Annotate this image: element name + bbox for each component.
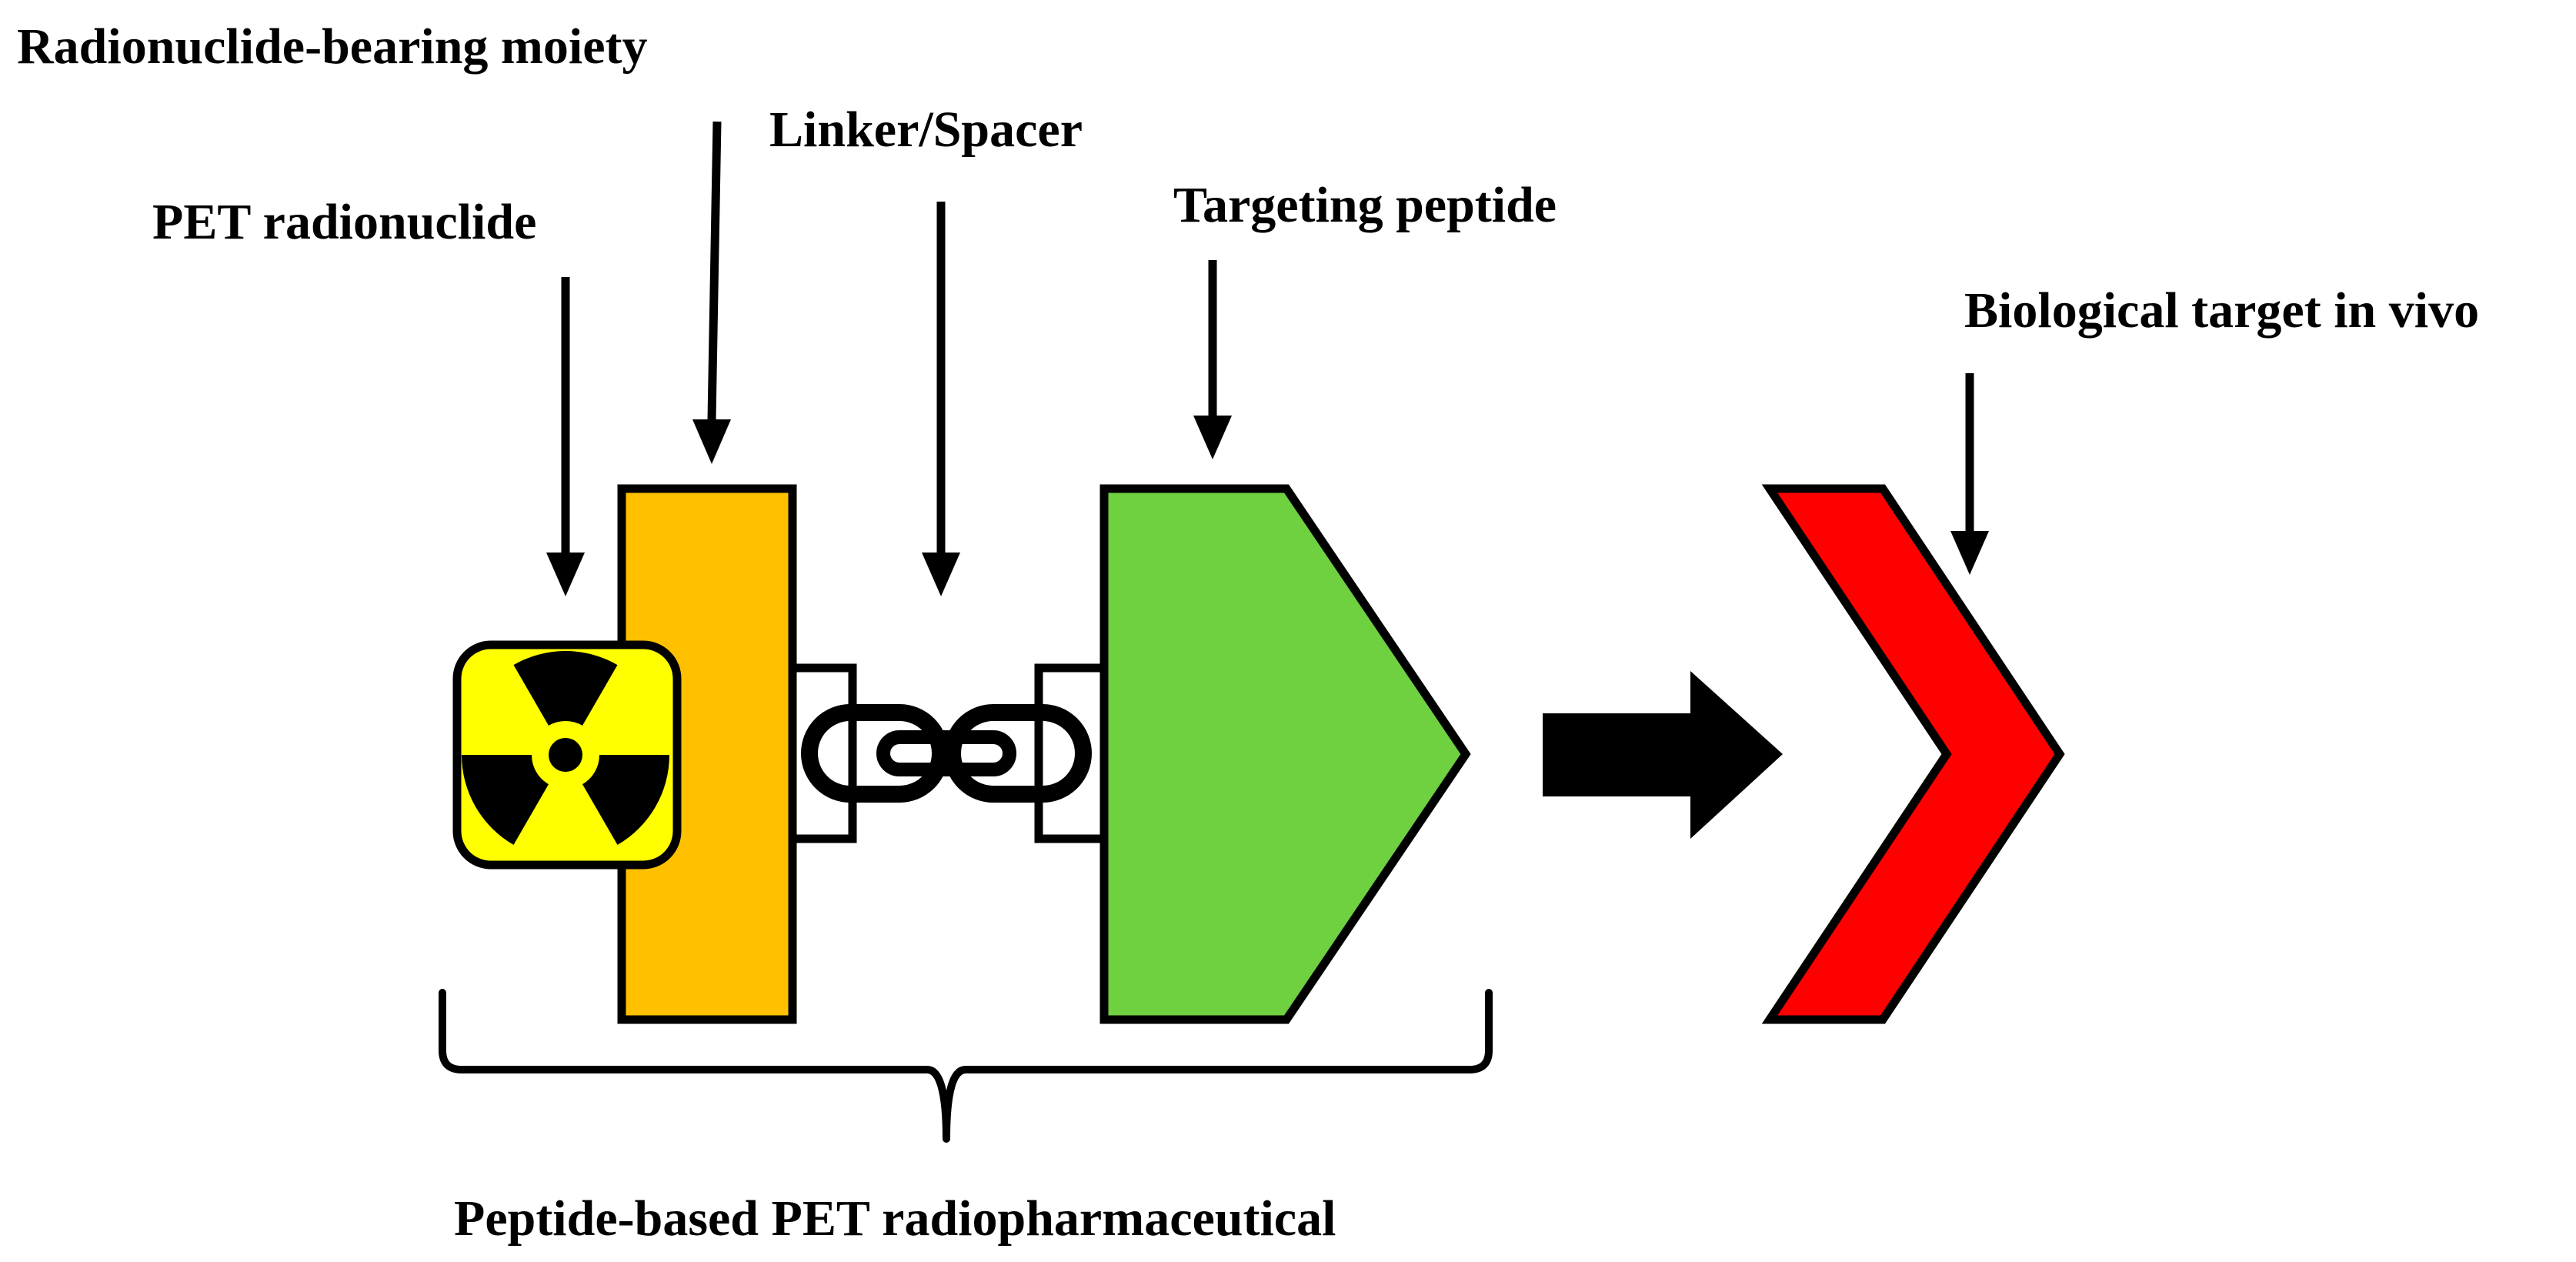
targeting-peptide-pointer: [1193, 260, 1232, 459]
pet-radionuclide-badge: [452, 640, 682, 870]
biological-target-label: Biological target in vivo: [1964, 282, 2479, 339]
linker-bracket-left: [782, 663, 857, 843]
linker-spacer-pointer: [922, 202, 960, 596]
biological-target-pointer: [1950, 373, 1989, 575]
targeting-peptide-label: Targeting peptide: [1173, 177, 1557, 233]
radiopharmaceutical-brace: [439, 989, 1493, 1143]
radiation-trefoil-icon: [462, 651, 669, 845]
radionuclide-moiety-label: Radionuclide-bearing moiety: [17, 18, 648, 75]
radionuclide-moiety-pointer: [692, 121, 731, 464]
linker-bracket-right: [1034, 663, 1109, 843]
targeting-peptide-shape: [1099, 484, 1471, 1024]
linker-spacer-label: Linker/Spacer: [769, 102, 1083, 158]
biological-target-chevron: [1761, 484, 2065, 1024]
radiopharmaceutical-label: Peptide-based PET radiopharmaceutical: [454, 1190, 1336, 1247]
chain-link-icon: [801, 704, 1092, 803]
binding-arrow: [1543, 671, 1783, 839]
pet-radionuclide-pointer: [546, 277, 585, 596]
pet-radionuclide-label: PET radionuclide: [152, 194, 536, 250]
